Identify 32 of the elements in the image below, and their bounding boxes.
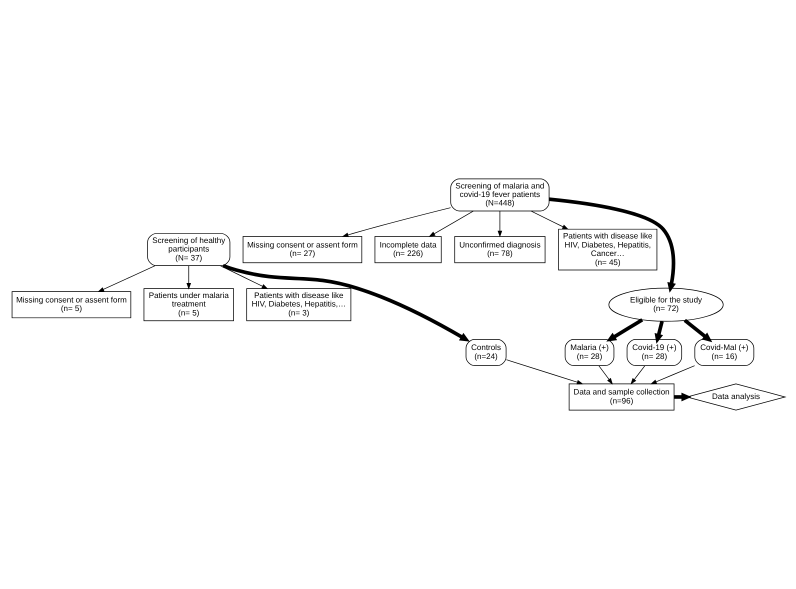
arrow <box>530 210 568 230</box>
node-ellipse: Eligible for the study (n= 72) <box>608 288 724 322</box>
node-box: Patients under malaria treatment (n= 5) <box>143 288 234 322</box>
arrow <box>654 320 664 344</box>
node-box: Unconfirmed diagnosis (n= 78) <box>454 236 545 264</box>
arrow <box>219 265 268 290</box>
arrow <box>222 264 470 342</box>
node-box: Malaria (+) (n= 28) <box>564 339 614 366</box>
node-box: Incomplete data (n= 226) <box>374 236 442 264</box>
node-box: Patients with disease like HIV, Diabetes, Hepatitis,… (n= 3) <box>246 288 351 322</box>
node-box: Screening of malaria and covid-19 fever patients (N=448) <box>450 178 549 212</box>
arrow <box>606 318 643 342</box>
arrow <box>505 359 583 384</box>
node-box: Controls (n=24) <box>465 339 506 366</box>
arrow <box>683 318 712 342</box>
arrow <box>341 207 450 238</box>
arrow <box>186 265 191 290</box>
arrow <box>598 365 612 385</box>
node-box: Data and sample collection (n=96) <box>568 384 674 410</box>
arrow <box>630 365 645 385</box>
node-box: Missing consent or assent form (n= 27) <box>242 236 362 264</box>
arrow <box>650 365 694 384</box>
node-box: Patients with disease like HIV, Diabetes, Hepatitis, Cancer… (n= 45) <box>558 228 657 270</box>
node-box: Screening of healthy participants (N= 37) <box>146 233 230 266</box>
node-box: Missing consent or assent form (n= 5) <box>11 291 131 318</box>
arrow <box>674 392 691 402</box>
arrow <box>97 265 155 292</box>
node-box: Covid-19 (+) (n= 28) <box>626 339 682 366</box>
arrow <box>497 210 502 238</box>
arrow <box>428 210 474 237</box>
node-box: Covid-Mal (+) (n= 16) <box>694 339 754 366</box>
arrow <box>548 197 676 293</box>
